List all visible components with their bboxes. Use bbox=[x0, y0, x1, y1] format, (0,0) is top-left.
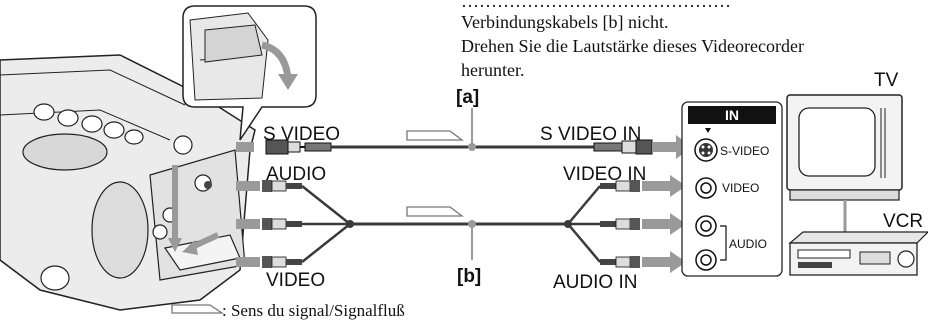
vcr-illustration bbox=[788, 231, 928, 276]
zoom-callout bbox=[182, 5, 317, 141]
signal-arrow-icon bbox=[171, 304, 225, 314]
panel-video: VIDEO bbox=[722, 181, 759, 195]
panel-header: IN bbox=[725, 107, 739, 123]
label-audio-in: AUDIO IN bbox=[553, 272, 637, 293]
signal-flow-legend: : Sens du signal/Signalfluß bbox=[171, 301, 405, 320]
vcr-label: VCR bbox=[883, 211, 923, 232]
panel-s-video: S-VIDEO bbox=[720, 144, 769, 158]
cable-a-s-video bbox=[236, 108, 692, 159]
camcorder-illustration bbox=[0, 54, 256, 311]
cable-a-label: [a] bbox=[456, 87, 479, 108]
tv-label: TV bbox=[874, 70, 899, 91]
label-audio: AUDIO bbox=[266, 164, 326, 185]
input-panel: IN S-VIDEO VIDEO AUDIO bbox=[681, 101, 783, 277]
label-s-video-in: S VIDEO IN bbox=[540, 124, 641, 145]
label-video: VIDEO bbox=[266, 270, 325, 291]
cable-b-audio-video bbox=[236, 175, 686, 273]
note-line-2: Drehen Sie die Lautstärke dieses Videore… bbox=[461, 36, 804, 56]
svg-text:………………………………………: ……………………………………… bbox=[461, 0, 731, 11]
panel-audio: AUDIO bbox=[729, 237, 767, 251]
label-video-in: VIDEO IN bbox=[563, 164, 646, 185]
legend-text: : Sens du signal/Signalfluß bbox=[222, 301, 405, 320]
instruction-note: ……………………………………… Verbindungskabels [b] ni… bbox=[455, 0, 928, 80]
tv-illustration bbox=[786, 94, 903, 232]
note-line-1: Verbindungskabels [b] nicht. bbox=[461, 12, 668, 32]
note-line-3: herunter. bbox=[461, 60, 524, 80]
cable-b-label: [b] bbox=[457, 266, 481, 287]
